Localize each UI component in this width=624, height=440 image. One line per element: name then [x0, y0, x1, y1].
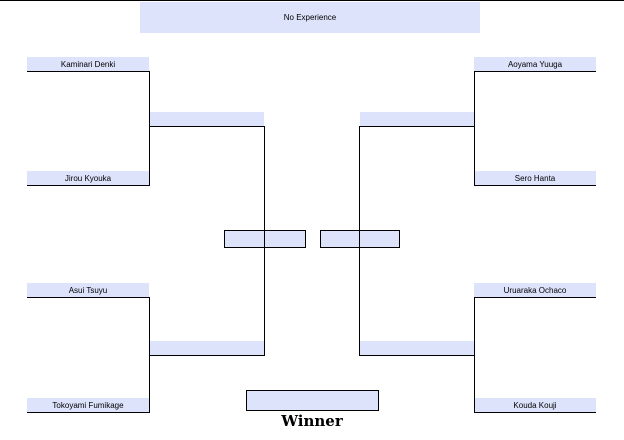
- right-semifinal-vertical: [359, 126, 360, 356]
- left-final-connector: [264, 240, 265, 241]
- left-final-slot: [224, 230, 306, 248]
- left-semifinal-vertical: [264, 126, 265, 356]
- left-r1-slot-3: Asui Tsuyu: [27, 283, 149, 298]
- right-r1-slot-1: Aoyama Yuuga: [474, 57, 596, 72]
- left-r1-slot-1: Kaminari Denki: [27, 57, 149, 72]
- left-connector-top-vertical: [149, 71, 150, 186]
- right-final-slot: [320, 230, 400, 248]
- right-r1-slot-2: Sero Hanta: [474, 171, 596, 186]
- winner-label: Winner: [281, 412, 343, 430]
- left-semifinal-slot-2: [150, 341, 264, 356]
- right-semifinal-slot-2: [360, 341, 474, 356]
- right-semifinal-slot-1: [360, 112, 474, 127]
- right-connector-bottom-vertical: [474, 297, 475, 413]
- top-border: [0, 0, 624, 1]
- left-r1-slot-2: Jirou Kyouka: [27, 171, 149, 186]
- bracket-title: No Experience: [140, 2, 480, 33]
- right-connector-top-vertical: [474, 71, 475, 186]
- left-r1-slot-4: Tokoyami Fumikage: [27, 398, 149, 413]
- left-semifinal-slot-1: [150, 112, 264, 127]
- right-r1-slot-3: Uruaraka Ochaco: [474, 283, 596, 298]
- left-connector-bottom-vertical: [149, 297, 150, 413]
- champion-slot: [246, 390, 379, 411]
- right-r1-slot-4: Kouda Kouji: [474, 398, 596, 413]
